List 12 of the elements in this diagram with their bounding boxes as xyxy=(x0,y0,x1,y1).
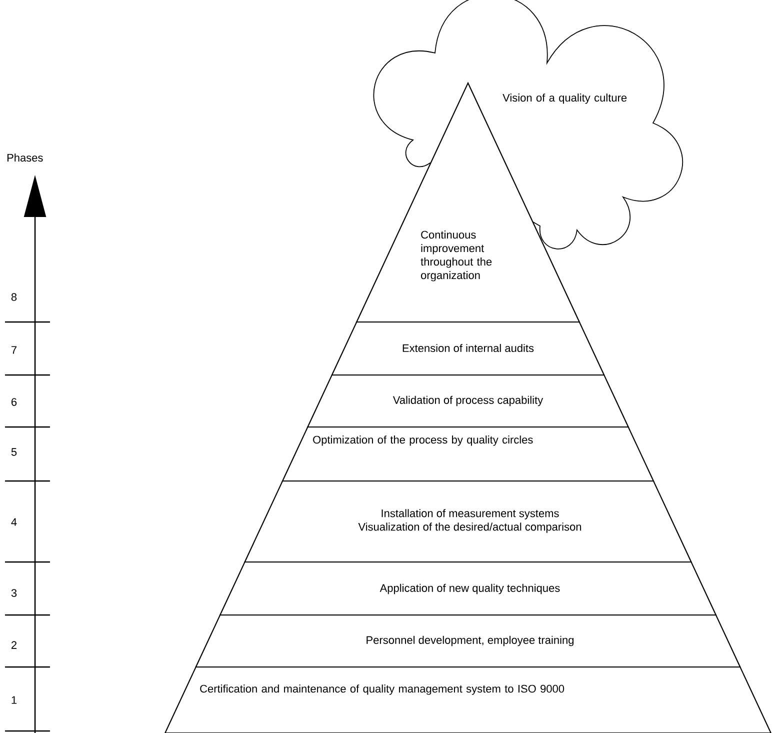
phase-number: 7 xyxy=(12,346,17,354)
phase-number: 5 xyxy=(11,448,17,456)
pyramid-layer: Extension of internal audits xyxy=(331,321,605,376)
phase-number: 4 xyxy=(11,518,17,526)
pyramid-layer: Optimization of the process by quality circles xyxy=(282,426,654,482)
phase-number: 8 xyxy=(11,293,17,301)
axis-title: Phases xyxy=(7,154,43,162)
pyramid-layer: Personnel development, employee training xyxy=(195,614,741,668)
phase-number: 2 xyxy=(12,641,17,649)
phase-number: 3 xyxy=(11,589,17,597)
phase-number: 1 xyxy=(12,696,17,704)
phase-number: 6 xyxy=(12,398,17,406)
